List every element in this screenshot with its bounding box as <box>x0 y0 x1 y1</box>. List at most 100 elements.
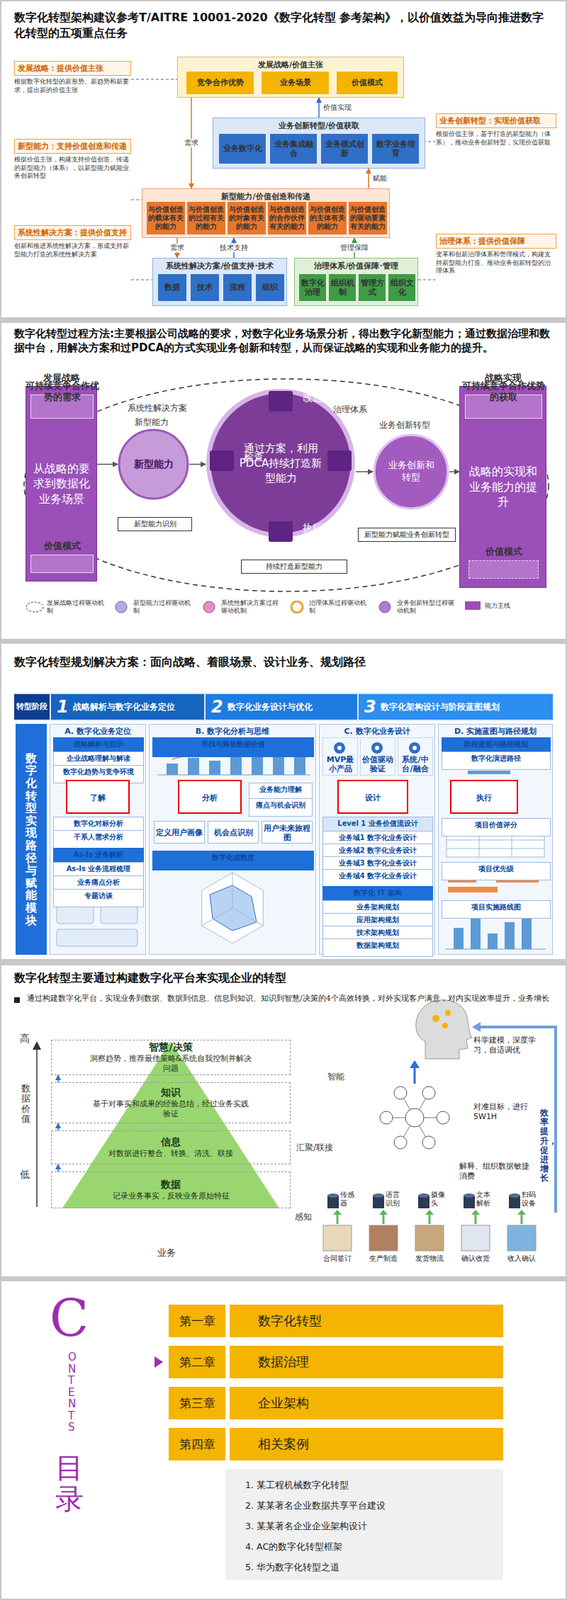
node-text: 2 <box>211 697 224 718</box>
node-text: 数据 <box>160 1179 181 1193</box>
node-text: 治理体系：提供价值保障 <box>435 233 557 249</box>
art-line <box>232 873 234 909</box>
art-g <box>337 1214 522 1225</box>
node-text: 数字业务培育 <box>373 139 418 159</box>
art-circle <box>422 1136 436 1150</box>
node-text: 业务场景 <box>279 77 312 88</box>
text-label: 合同签订 <box>317 1254 358 1265</box>
layer-cell: 与价值创造的主体有关的能力 <box>308 201 347 235</box>
art-rect <box>504 922 515 950</box>
legend-text: 治理体系过程驱动机制 <box>309 599 372 616</box>
art-path <box>416 1000 473 1060</box>
node-text: 业务创新和转型 <box>386 459 436 485</box>
layer-cell: 业务场景 <box>261 71 329 95</box>
node-subtext: 战略的实现和业务能力的提升 <box>459 464 546 511</box>
art-rect <box>251 756 263 776</box>
circle-shape <box>374 435 448 509</box>
node-text: 3 <box>364 697 377 718</box>
art-g <box>327 1194 521 1199</box>
art-g <box>432 1010 451 1030</box>
node-subtext: 变革和创新治理体系和管理模式，构建支持新型能力打造、推动业务创新转型的治理体系 <box>435 250 557 276</box>
text-label: 系统性解决方案 <box>127 402 188 415</box>
art-polygon <box>32 1041 42 1051</box>
node-text: 技术架构规划 <box>323 927 433 939</box>
node-text: 数据架构规划 <box>323 939 433 952</box>
legend-shape <box>291 601 303 614</box>
node-text: Level 1 业务价值流设计 <box>323 817 433 830</box>
text-label: ONTENTS <box>68 1352 79 1435</box>
column-panel: A. 数字化业务定位战略解析与启示企业战略理解与解读数字化趋势与竞争环境了解数字… <box>49 724 147 956</box>
pdca-tag: 改进 <box>268 391 293 412</box>
connector-label: 管理保障 <box>338 243 370 253</box>
text-label: 科学建模，深度学习，自适调优 <box>473 1036 545 1057</box>
node-text: 执行 <box>476 793 492 803</box>
node-text: 管理方式 <box>360 278 385 297</box>
art-circle <box>445 1010 451 1017</box>
art-line <box>428 1214 431 1225</box>
art-circle <box>422 1087 436 1100</box>
item-box: 项目价值评分 <box>441 818 551 838</box>
node-text: 专题访谈 <box>53 890 144 902</box>
art-rect <box>447 887 498 894</box>
node-text: 数字化成熟度 <box>152 851 314 864</box>
legend-text: 能力主线 <box>484 602 548 611</box>
art-circle <box>442 1023 448 1030</box>
art-circle <box>379 1112 393 1125</box>
node-text: 企业战略理解与解读 <box>53 752 144 765</box>
node-subtext: 战略解析与数字化业务定位 <box>73 701 176 714</box>
art-rect <box>166 764 178 776</box>
node-text: 业务域2 数字化业务设计 <box>323 844 433 857</box>
icon-box: 系统/中台/融合 <box>397 737 434 777</box>
text-label: 新型能力 <box>134 416 169 429</box>
legend-item: 系统性解决方案过程驱动机制 <box>199 599 284 616</box>
art-rect <box>521 915 532 950</box>
art-rect <box>1 323 566 640</box>
callout-box: 系统性解决方案：提供价值支持创新和推进系统性解决方案，形成支持新型能力打造的系统… <box>14 225 132 291</box>
node-text: 数字化转型实现路径与赋能模块 <box>25 752 37 928</box>
node-text: 执行 <box>268 521 357 536</box>
node-text: 持续打造新型能力 <box>241 560 347 574</box>
node-text: 数字化转型 <box>257 1313 322 1331</box>
text-label: 治理体系 <box>333 403 368 417</box>
text-label: 扫码设备 <box>521 1191 542 1209</box>
stage-word-box: 执行 <box>450 780 519 815</box>
art-line <box>336 1214 339 1225</box>
legend-sample <box>199 601 219 614</box>
pyramid-row: 信息对数据进行整合、转换、清洗、联接 <box>51 1131 291 1166</box>
node-text: 业务数字化 <box>223 143 263 154</box>
node-subtext: 根据数字化转型的新形势、新趋势和新要求，提出新的价值主张 <box>14 77 132 95</box>
art-rect <box>369 1226 398 1252</box>
layer-cell: 技术 <box>190 274 220 302</box>
pyramid-row: 智慧/决策洞察趋势，推荐最佳策略&系统自我控制并解决问题 <box>51 1040 291 1076</box>
art-g <box>379 1087 450 1150</box>
item-box: 干系人需求分析 <box>53 830 144 850</box>
art-rect <box>467 771 511 775</box>
item-box: 痛点与机会识别 <box>248 798 313 818</box>
stage-word-box: 设计 <box>337 780 409 815</box>
node-subtext: 基于对事实和成果的经验总结，经过业务实践验证 <box>89 1099 253 1121</box>
text-label: 感知 <box>294 1211 312 1225</box>
node-text: 与价值创造的合作伙伴有关的能力 <box>269 205 305 232</box>
band-box: 可持续竞争合作优势的获取 <box>464 394 543 419</box>
legend-shape <box>26 602 44 613</box>
node-text: 业务能力理解 <box>249 783 312 796</box>
node-text: 第三章 <box>179 1396 216 1413</box>
art-circle <box>436 1112 450 1125</box>
art-ellipse <box>508 1194 521 1199</box>
text-label: 业务 <box>157 1247 176 1261</box>
node-text: As-Is 业务解析 <box>53 848 144 862</box>
connector <box>57 1165 59 1173</box>
node-text: 检查 <box>209 450 298 465</box>
layer-cell: 与价值创造的合作伙伴有关的能力 <box>267 201 307 235</box>
legend-item: 发展战略过程驱动机制 <box>25 599 110 616</box>
column-panel: C. 数字化业务设计MVP最小产品价值驱动验证系统/中台/融合设计Level 1… <box>318 724 436 956</box>
node-text: 发展战略/价值主张 <box>177 59 404 71</box>
node-text: 业务创新转型：实现价值获取 <box>435 113 557 129</box>
text-label: 对准目标，进行5W1H <box>473 1102 532 1124</box>
art-circle <box>394 1136 407 1150</box>
text-label: 收入确认 <box>501 1254 542 1265</box>
node-subtext: 2. 某某著名企业数据共享平台建设 <box>245 1496 504 1517</box>
legend-shape <box>379 601 391 614</box>
